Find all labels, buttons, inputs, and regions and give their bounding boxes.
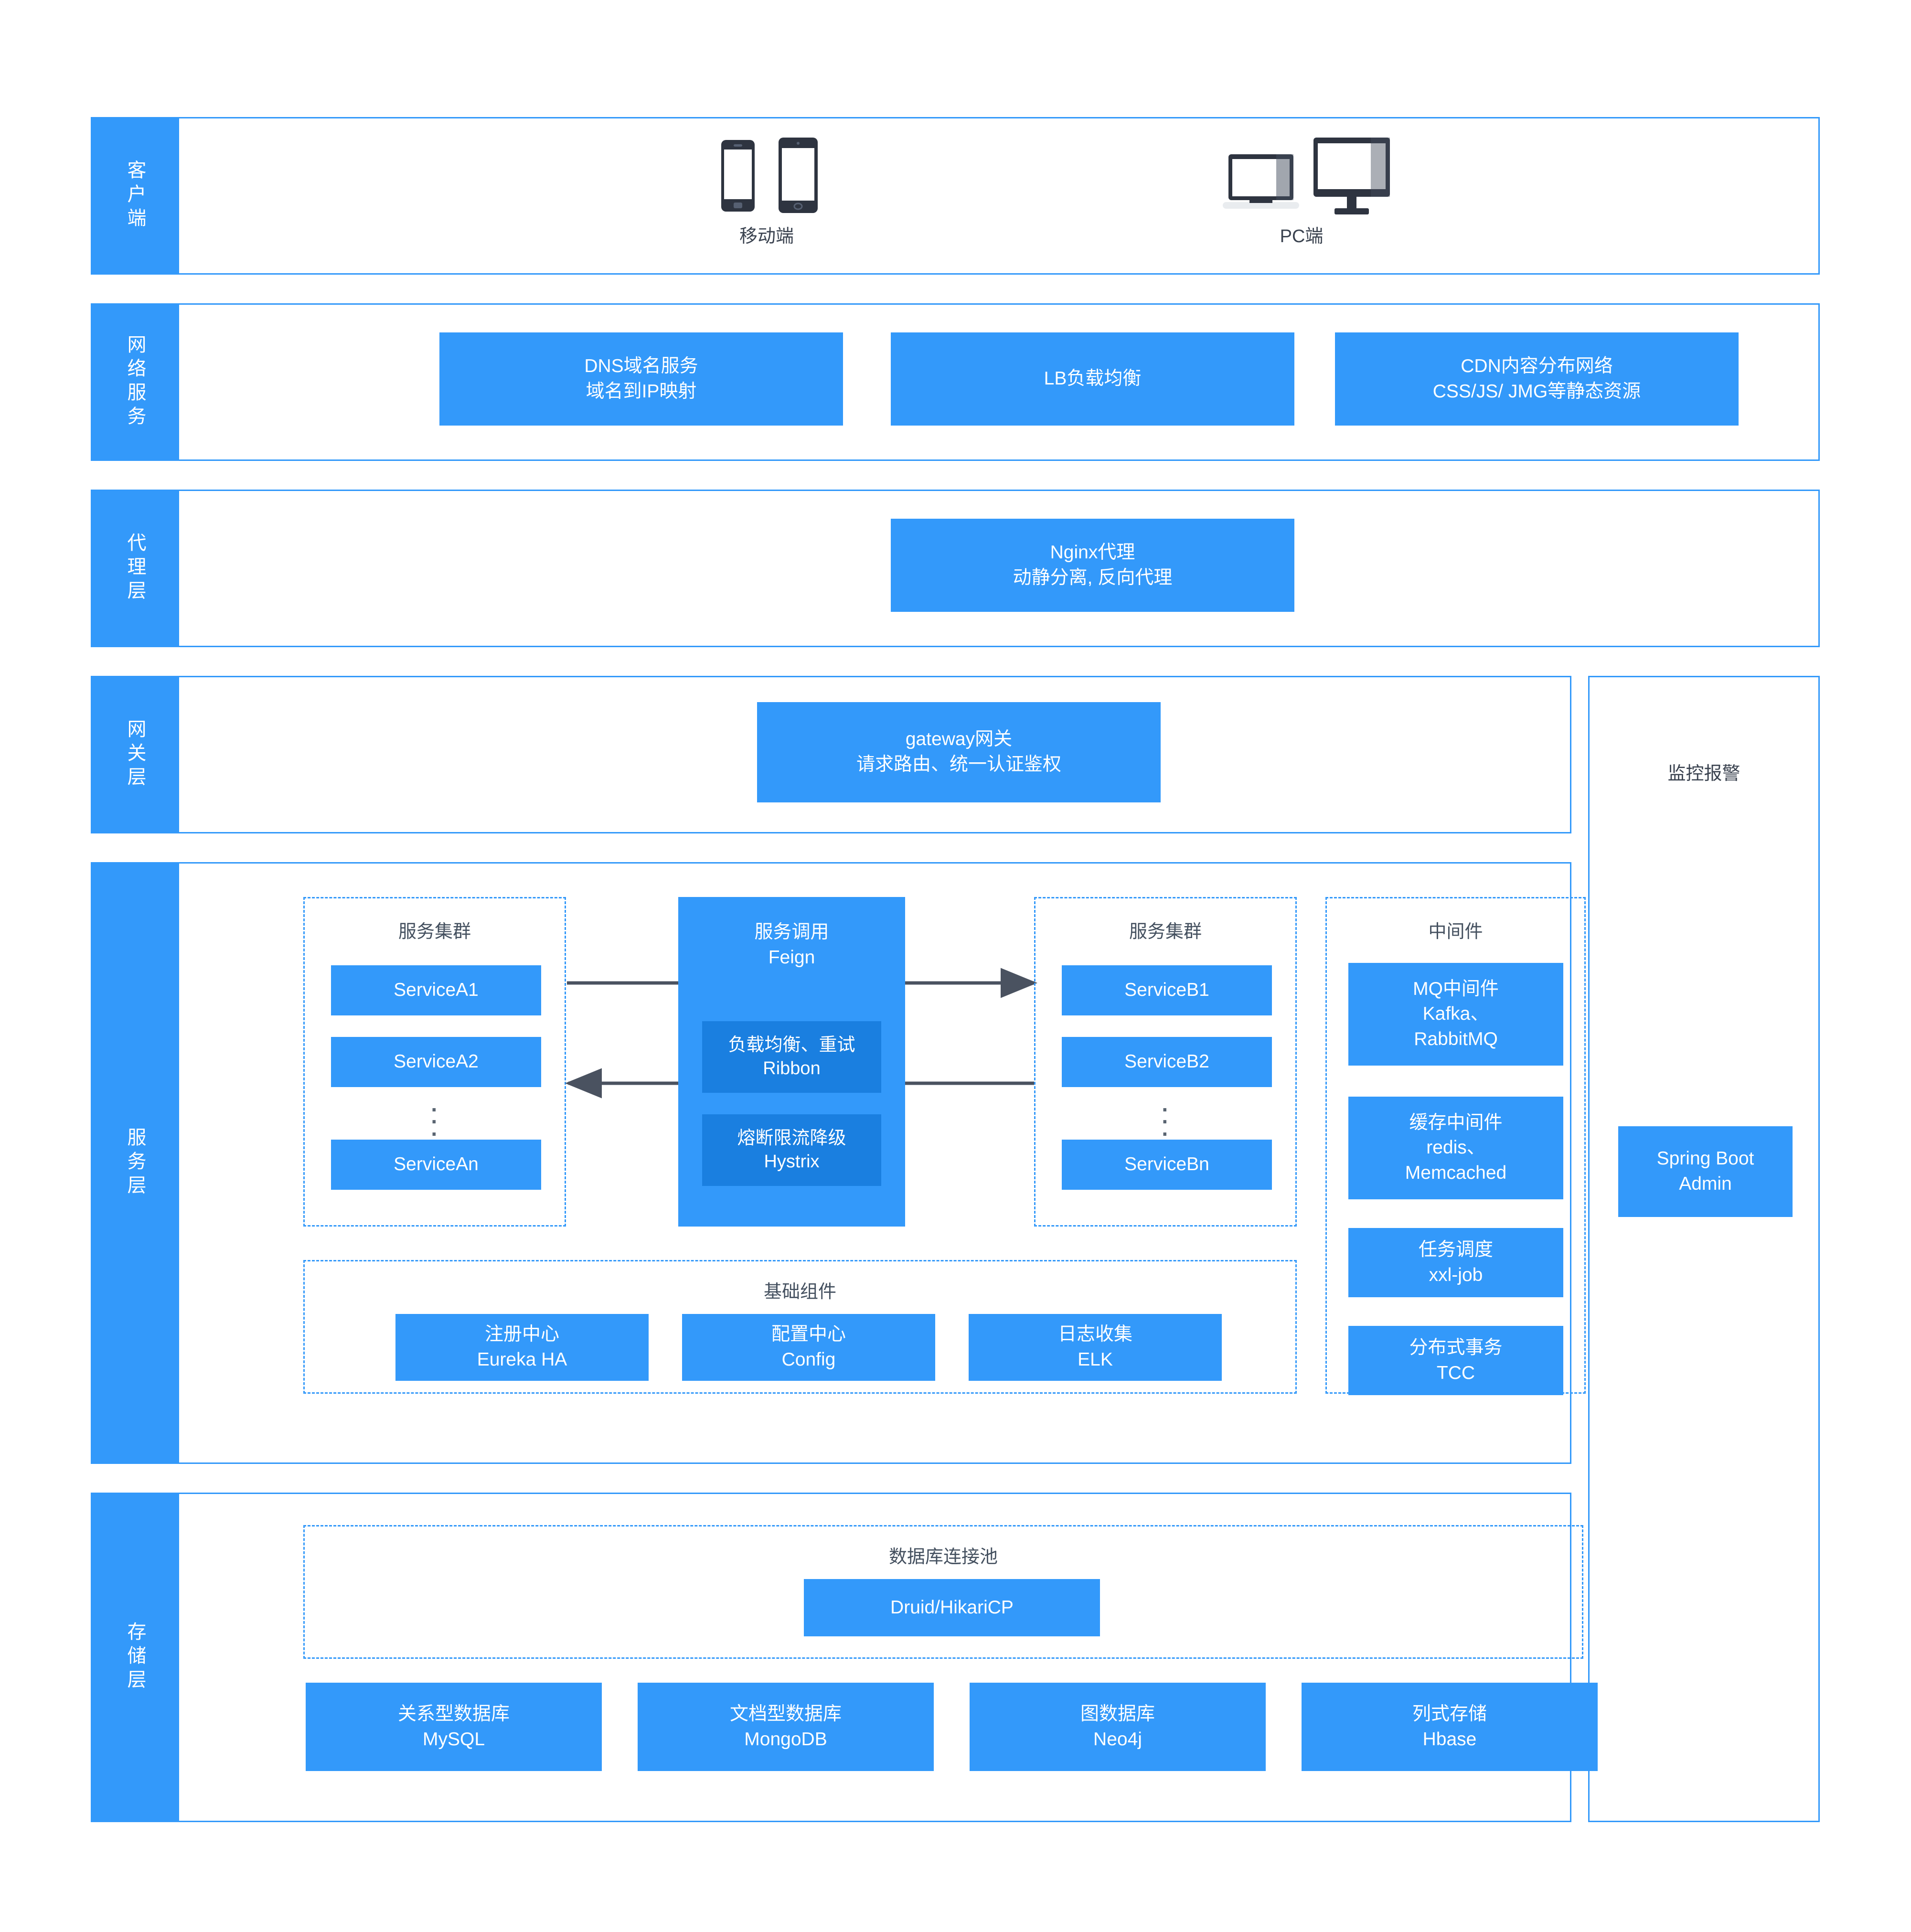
db-pool-title: 数据库连接池 xyxy=(888,1547,998,1567)
distributed-transaction-box[interactable]: 分布式事务 TCC xyxy=(1348,1326,1563,1395)
nginx-box[interactable]: Nginx代理 动静分离, 反向代理 xyxy=(891,519,1294,612)
service-a1-box[interactable]: ServiceA1 xyxy=(331,965,541,1015)
lb-box[interactable]: LB负载均衡 xyxy=(891,332,1294,426)
service-call-arrows xyxy=(565,968,1037,1099)
feign-box[interactable]: 服务调用 Feign 负载均衡、重试 Ribbon 熔断限流降级 Hystrix xyxy=(678,897,905,1227)
middleware-title: 中间件 xyxy=(1428,922,1483,942)
dns-box[interactable]: DNS域名服务 域名到IP映射 xyxy=(439,332,843,426)
row-gateway: 网关层 gateway网关 请求路由、统一认证鉴权 xyxy=(91,676,1571,833)
phone-icon xyxy=(721,140,755,214)
laptop-icon xyxy=(1223,154,1299,216)
neo4j-box[interactable]: 图数据库 Neo4j xyxy=(970,1683,1266,1771)
mobile-caption: 移动端 xyxy=(739,226,794,246)
row-label-client: 客户端 xyxy=(91,117,179,275)
row-label-network: 网络服务 xyxy=(91,303,179,461)
mongodb-box[interactable]: 文档型数据库 MongoDB xyxy=(638,1683,934,1771)
config-center-box[interactable]: 配置中心 Config xyxy=(682,1314,935,1381)
row-client: 客户端 移动端 xyxy=(91,117,1820,275)
row-label-storage: 存储层 xyxy=(91,1493,179,1822)
pc-caption: PC端 xyxy=(1280,226,1324,246)
cluster-a-ellipsis: ··· xyxy=(431,1097,438,1146)
registry-box[interactable]: 注册中心 Eureka HA xyxy=(395,1314,649,1381)
row-body-proxy: Nginx代理 动静分离, 反向代理 xyxy=(179,490,1820,647)
middleware-group: 中间件 MQ中间件 Kafka、 RabbitMQ 缓存中间件 redis、 M… xyxy=(1325,897,1586,1395)
service-b1-box[interactable]: ServiceB1 xyxy=(1062,965,1272,1015)
row-body-gateway: gateway网关 请求路由、统一认证鉴权 xyxy=(179,676,1571,833)
mq-middleware-box[interactable]: MQ中间件 Kafka、 RabbitMQ xyxy=(1348,963,1563,1066)
service-bn-box[interactable]: ServiceBn xyxy=(1062,1140,1272,1190)
basic-components-title: 基础组件 xyxy=(763,1282,836,1302)
row-service: 服务层 服务集群 ServiceA1 ServiceA2 ··· Service… xyxy=(91,862,1586,1464)
row-body-network: DNS域名服务 域名到IP映射 LB负载均衡 CDN内容分布网络 CSS/JS/… xyxy=(179,303,1820,461)
monitor-panel: 监控报警 Spring Boot Admin xyxy=(1588,676,1820,1822)
job-scheduler-box[interactable]: 任务调度 xxl-job xyxy=(1348,1228,1563,1297)
service-b2-box[interactable]: ServiceB2 xyxy=(1062,1037,1272,1087)
row-label-service: 服务层 xyxy=(91,862,179,1464)
gateway-box[interactable]: gateway网关 请求路由、统一认证鉴权 xyxy=(757,702,1161,802)
row-label-gateway: 网关层 xyxy=(91,676,179,833)
mysql-box[interactable]: 关系型数据库 MySQL xyxy=(306,1683,602,1771)
service-an-box[interactable]: ServiceAn xyxy=(331,1140,541,1190)
monitor-icon xyxy=(1313,138,1390,217)
row-storage: 存储层 数据库连接池 Druid/HikariCP 关系型数据库 MySQL 文… xyxy=(91,1493,1598,1822)
tablet-icon xyxy=(779,138,818,215)
hystrix-box[interactable]: 熔断限流降级 Hystrix xyxy=(702,1114,881,1186)
row-body-storage: 数据库连接池 Druid/HikariCP 关系型数据库 MySQL 文档型数据… xyxy=(179,1493,1598,1822)
cluster-a-title: 服务集群 xyxy=(398,922,471,942)
service-cluster-a: 服务集群 ServiceA1 ServiceA2 ··· ServiceAn xyxy=(303,897,566,1227)
ribbon-box[interactable]: 负载均衡、重试 Ribbon xyxy=(702,1021,881,1093)
druid-hikaricp-box[interactable]: Druid/HikariCP xyxy=(804,1579,1100,1636)
row-label-proxy: 代理层 xyxy=(91,490,179,647)
spring-boot-admin-box[interactable]: Spring Boot Admin xyxy=(1618,1126,1793,1217)
db-pool-group: 数据库连接池 Druid/HikariCP xyxy=(303,1525,1583,1659)
service-cluster-b: 服务集群 ServiceB1 ServiceB2 ··· ServiceBn xyxy=(1034,897,1297,1227)
row-body-service: 服务集群 ServiceA1 ServiceA2 ··· ServiceAn 服… xyxy=(179,862,1586,1464)
row-proxy: 代理层 Nginx代理 动静分离, 反向代理 xyxy=(91,490,1820,647)
cache-middleware-box[interactable]: 缓存中间件 redis、 Memcached xyxy=(1348,1097,1563,1199)
cdn-box[interactable]: CDN内容分布网络 CSS/JS/ JMG等静态资源 xyxy=(1335,332,1739,426)
row-body-client: 移动端 P xyxy=(179,117,1820,275)
row-network: 网络服务 DNS域名服务 域名到IP映射 LB负载均衡 CDN内容分布网络 CS… xyxy=(91,303,1820,461)
basic-components-group: 基础组件 注册中心 Eureka HA 配置中心 Config 日志收集 ELK xyxy=(303,1260,1297,1394)
hbase-box[interactable]: 列式存储 Hbase xyxy=(1302,1683,1598,1771)
cluster-b-title: 服务集群 xyxy=(1129,922,1202,942)
service-a2-box[interactable]: ServiceA2 xyxy=(331,1037,541,1087)
monitor-title: 监控报警 xyxy=(1667,764,1740,784)
log-collection-box[interactable]: 日志收集 ELK xyxy=(969,1314,1222,1381)
cluster-b-ellipsis: ··· xyxy=(1162,1097,1169,1146)
